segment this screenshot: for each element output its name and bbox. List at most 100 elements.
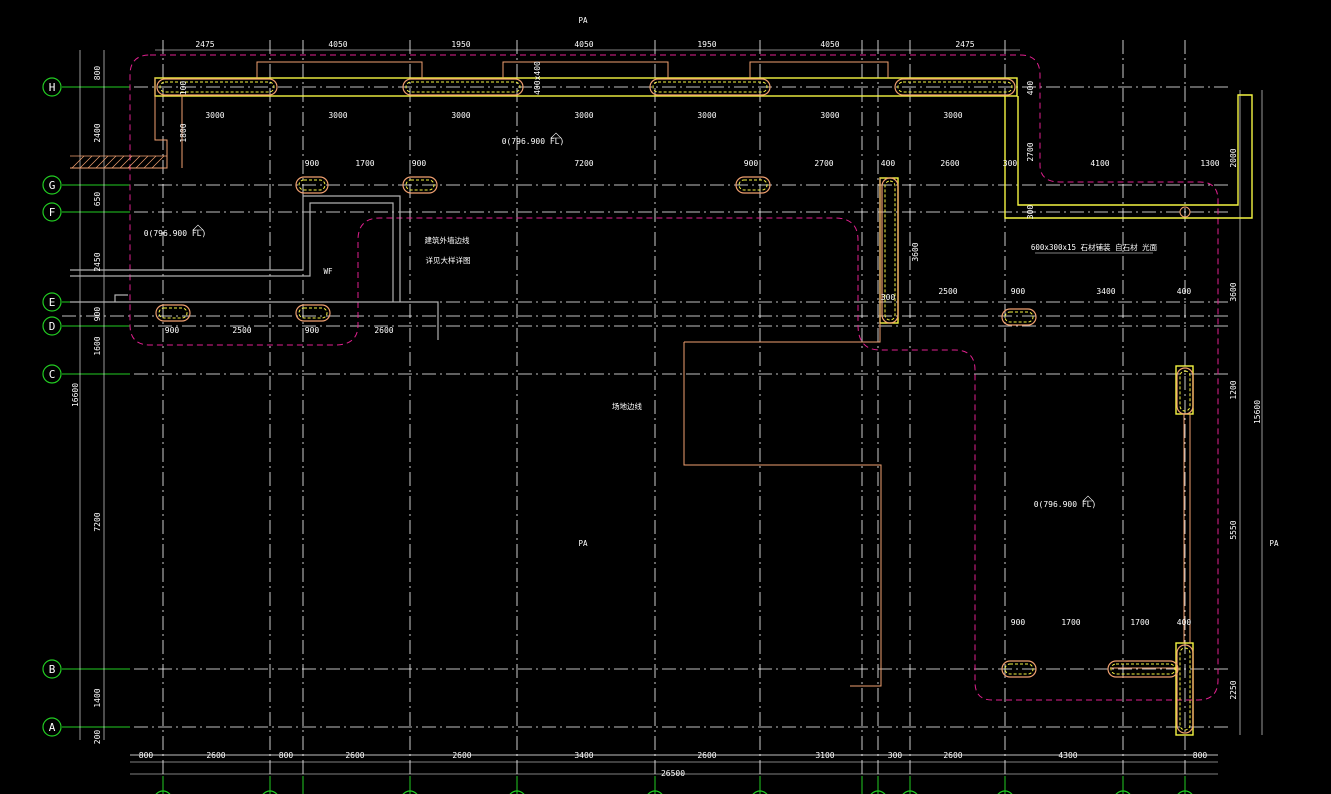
axis-bubble-h [42, 77, 62, 97]
row-d-dim: 900 [1011, 287, 1026, 296]
column-capsule [894, 78, 1016, 96]
axis-bubble-f [42, 202, 62, 222]
axis-bubble-col [1115, 790, 1131, 794]
left-dim: 1600 [93, 336, 102, 355]
row-d-dim: 400 [1177, 287, 1192, 296]
left-dim: 650 [93, 192, 102, 207]
inner-dim: 2700 [1026, 142, 1035, 161]
mark-center: PA [578, 539, 588, 548]
elevation-label: 0(796.900 FL) [502, 137, 565, 146]
inner-dim: 300 [881, 293, 896, 302]
row-g-dim: 900 [744, 159, 759, 168]
axis-bubble-g [42, 175, 62, 195]
axis-label-f: F [49, 206, 56, 219]
column-capsule [649, 78, 771, 96]
row-g-dim: 900 [412, 159, 427, 168]
column-capsule [295, 176, 329, 194]
site-boundary [129, 54, 1219, 701]
hatch-area [70, 155, 167, 169]
row-d-dim: 2600 [374, 326, 393, 335]
bottom-dim: 800 [139, 751, 154, 760]
axis-bubble-col [509, 790, 525, 794]
row-g-dim: 2600 [940, 159, 959, 168]
row-h-dim: 3000 [943, 111, 962, 120]
axis-bubble-col [155, 790, 171, 794]
axis-grid [62, 40, 1230, 794]
row-d-dim: 3400 [1096, 287, 1115, 296]
row-h-dim: 3000 [574, 111, 593, 120]
column-capsule [156, 78, 278, 96]
row-h-dim: 3000 [697, 111, 716, 120]
dimension-lines [79, 49, 1263, 775]
top-dim: 1950 [451, 40, 470, 49]
right-dim: 3600 [1229, 282, 1238, 301]
row-g-dim: 4100 [1090, 159, 1109, 168]
inner-dim: 1800 [179, 123, 188, 142]
note-site-edge: 场地边线 [612, 401, 642, 411]
row-b-dim: 400 [1177, 618, 1192, 627]
left-dim: 7200 [93, 512, 102, 531]
bottom-dim: 300 [888, 751, 903, 760]
row-d-dim: 900 [165, 326, 180, 335]
bottom-dim: 800 [1193, 751, 1208, 760]
elevation-label: 0(796.900 FL) [1034, 500, 1097, 509]
top-dim: 4050 [328, 40, 347, 49]
row-g-dim: 900 [305, 159, 320, 168]
row-b-dim: 1700 [1130, 618, 1149, 627]
row-d-dim: 2500 [232, 326, 251, 335]
row-d-dim: 2500 [938, 287, 957, 296]
note-wf: WF [323, 267, 333, 276]
row-b-dim: 1700 [1061, 618, 1080, 627]
right-dim: 2250 [1229, 680, 1238, 699]
column-capsule [735, 176, 771, 194]
axis-bubble-col [752, 790, 768, 794]
top-dim: 2475 [195, 40, 214, 49]
axis-bubble-col [902, 790, 918, 794]
column-capsule [1176, 367, 1194, 415]
column-capsule [155, 304, 191, 322]
column-capsule [881, 177, 899, 324]
axis-bubble-a [42, 717, 62, 737]
axis-bubble-e [42, 292, 62, 312]
drain-marker [1179, 206, 1191, 218]
row-g-dim: 7200 [574, 159, 593, 168]
axis-bubble-b [42, 659, 62, 679]
axis-label-g: G [49, 179, 56, 192]
left-dim: 200 [93, 730, 102, 745]
bottom-dim: 2600 [697, 751, 716, 760]
structure [70, 61, 1191, 687]
mark-top: PA [578, 16, 588, 25]
top-dim: 4050 [820, 40, 839, 49]
bottom-dim: 2600 [452, 751, 471, 760]
bottom-dim: 2600 [206, 751, 225, 760]
row-g-dim: 2700 [814, 159, 833, 168]
elevation-label: 0(796.900 FL) [144, 229, 207, 238]
column-capsule [1107, 660, 1179, 678]
inner-dim: 3600 [911, 242, 920, 261]
inner-dim: 400x400 [533, 61, 542, 95]
right-total: 15600 [1253, 400, 1262, 424]
bottom-dim: 3400 [574, 751, 593, 760]
mark-right: PA [1269, 539, 1279, 548]
top-dim: 2475 [955, 40, 974, 49]
left-dim: 900 [93, 307, 102, 322]
axis-bubble-col [647, 790, 663, 794]
note-detail: 详见大样详图 [426, 255, 471, 265]
left-dim: 2450 [93, 252, 102, 271]
building-edge [70, 195, 439, 340]
columns [155, 78, 1194, 734]
bottom-dim: 2600 [345, 751, 364, 760]
column-capsule [295, 304, 331, 322]
column-capsule [402, 78, 524, 96]
note-building-edge: 建筑外墙边线 [425, 235, 470, 245]
bottom-dim: 3100 [815, 751, 834, 760]
row-b-dim: 900 [1011, 618, 1026, 627]
stone-note: 600x300x15 石材铺装 自石材 光面 [1031, 242, 1158, 252]
left-dim: 1400 [93, 688, 102, 707]
total-width: 26500 [661, 769, 685, 778]
right-dim: 2000 [1229, 148, 1238, 167]
axis-label-h: H [49, 81, 56, 94]
